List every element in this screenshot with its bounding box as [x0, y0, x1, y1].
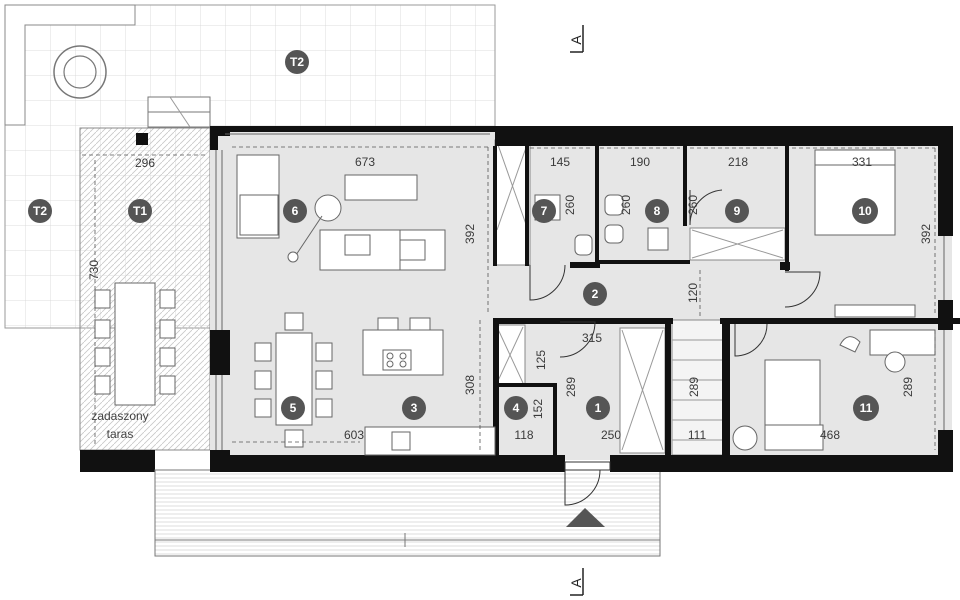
room-badges: 1 2 3 4 5 6 7 8 9 10 11 [281, 198, 879, 421]
dining-table-terrace [114, 282, 156, 406]
furniture [94, 149, 936, 456]
bed-rug [764, 359, 821, 426]
dim-bed10-height: 392 [919, 224, 933, 244]
room-number: 9 [734, 204, 741, 218]
covered-terrace-note-line2: taras [107, 427, 134, 441]
room-number: 1 [595, 401, 602, 415]
staircase [671, 319, 728, 456]
media-console [344, 174, 418, 201]
round-planter-icon [53, 45, 107, 99]
dim-bed11-height: 289 [901, 377, 915, 397]
dim-bed11-width: 468 [820, 428, 840, 442]
room-number: 4 [513, 401, 520, 415]
dim-bed10-width: 331 [852, 155, 872, 169]
section-mark-top: A [568, 35, 584, 45]
dim-corridor-height: 120 [686, 283, 700, 303]
dim-hall9-width: 218 [728, 155, 748, 169]
dim-closet-height: 125 [534, 350, 548, 370]
double-bed [814, 149, 896, 236]
dim-stairs-height: 289 [687, 377, 701, 397]
door-swing [784, 271, 821, 308]
terrace-label-t2-left: T2 [33, 204, 47, 218]
door-swing [734, 323, 768, 357]
sofa [236, 154, 280, 239]
column-block [80, 450, 155, 472]
dim-wc8-width: 190 [630, 155, 650, 169]
dim-bath7-width: 145 [550, 155, 570, 169]
terrace-label-t1: T1 [133, 204, 147, 218]
walls [210, 126, 960, 472]
desk [869, 329, 936, 356]
room-number: 3 [411, 401, 418, 415]
dim-t1-width: 296 [135, 156, 155, 170]
room-number: 11 [860, 401, 873, 415]
dim-kitchen-width: 603 [344, 428, 364, 442]
covered-terrace-note-line1: zadaszony [91, 409, 148, 423]
section-markers: A A [568, 25, 584, 596]
entrance-door [564, 469, 601, 506]
dim-hall1-width: 315 [582, 331, 602, 345]
kitchen-counter [364, 426, 496, 456]
dim-room4-width: 118 [514, 428, 533, 442]
dim-living-width: 673 [355, 155, 375, 169]
doors [529, 189, 821, 506]
floor-lamp-icon [314, 194, 342, 222]
sofa [764, 424, 824, 451]
door-swing [689, 189, 723, 226]
dim-wc8-height: 260 [619, 195, 633, 215]
room-number: 5 [290, 401, 297, 415]
room-number: 10 [858, 204, 872, 218]
dim-kitchen-height: 308 [463, 375, 477, 395]
room-number: 2 [592, 287, 599, 301]
windows [215, 133, 945, 450]
section-mark-bottom: A [568, 578, 584, 588]
door-swing [529, 264, 566, 301]
dim-hall1-height: 289 [564, 377, 578, 397]
dim-stairs-width: 111 [688, 428, 707, 442]
room-number: 7 [541, 204, 548, 218]
dim-living-height: 392 [463, 224, 477, 244]
dim-bath7-height: 260 [563, 195, 577, 215]
lower-deck [154, 469, 661, 557]
door-swing [559, 321, 596, 358]
coffee-table [319, 229, 446, 271]
room-number: 8 [654, 204, 661, 218]
column-block [136, 133, 148, 145]
dimension-lines [82, 146, 936, 450]
entrance-arrow-icon [566, 508, 605, 527]
dim-hall1-width-lower: 250 [601, 428, 621, 442]
room-number: 6 [292, 204, 299, 218]
dim-t1-height: 730 [87, 260, 101, 280]
terrace-label-t2-upper: T2 [290, 55, 304, 69]
dim-room4-height: 152 [531, 399, 545, 419]
dim-hall9-height: 260 [686, 195, 700, 215]
